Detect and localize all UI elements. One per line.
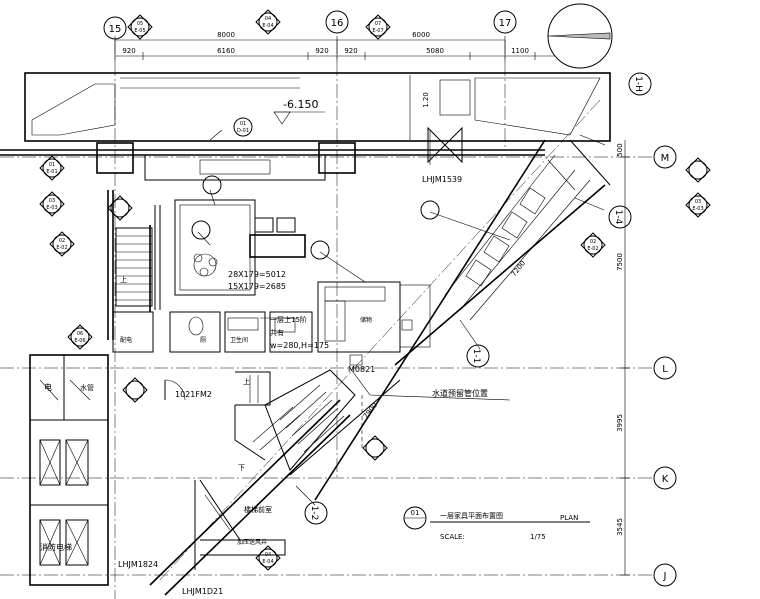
dim-500: 500 — [616, 143, 624, 156]
door-tag-lhjm1d21: LHJM1D21 — [182, 587, 223, 596]
marker-top-04b: 04 — [265, 552, 271, 558]
top-axis-bubbles — [103, 10, 517, 40]
room-label-stair-lobby: 楼梯前室 — [244, 505, 272, 514]
grid-lines — [0, 40, 655, 599]
tread-note-3: w=280,H=175 — [270, 341, 329, 350]
axis-label-k: K — [662, 474, 669, 485]
right-axis-bubbles — [653, 145, 677, 587]
dim-1100: 1100 — [511, 47, 529, 55]
title-block — [403, 506, 590, 530]
marker-bot-e04b: E-04 — [262, 559, 273, 565]
title-scale-value: 1/75 — [530, 533, 546, 541]
marker-bot-d01: D-01 — [237, 128, 249, 134]
service-rooms — [112, 281, 431, 353]
room-label-storage: 储物 — [360, 316, 372, 324]
north-arrow — [547, 3, 613, 69]
axis-label-1h: 1-H — [633, 76, 643, 92]
axis-label-j: J — [663, 571, 667, 582]
marker-bot-e02: E-02 — [56, 245, 67, 251]
marker-top-d01: 01 — [240, 121, 246, 127]
marker-top-05: 05 — [137, 21, 143, 27]
room-label-down: 下 — [238, 464, 245, 472]
marker-top-03: 03 — [49, 198, 55, 204]
leader-lines — [197, 129, 606, 506]
dim-920-a: 920 — [122, 47, 135, 55]
dim-8000: 8000 — [217, 31, 235, 39]
room-label-up-2: 上 — [120, 275, 127, 284]
doors — [349, 79, 471, 366]
axis-label-16: 16 — [331, 18, 344, 29]
title-number: 01 — [411, 509, 420, 517]
room-label-fire-elevator: 消防电梯 — [40, 542, 72, 552]
central-stair — [164, 369, 356, 570]
dimension-lines — [114, 36, 630, 576]
room-label-water: 水管 — [80, 383, 94, 392]
elevation-marker — [273, 111, 291, 125]
axis-label-12: 1-2 — [309, 506, 319, 521]
tread-note-2: 共有 — [270, 328, 284, 337]
marker-bot-e03r: E-03 — [692, 206, 703, 212]
building-walls — [0, 72, 611, 596]
room-label-toilet: 厕 — [200, 337, 206, 344]
section-marker-labels: 05 E-05 04 E-04 07 E-07 01 E-01 02 E-02 … — [46, 16, 703, 565]
left-stair — [115, 225, 153, 312]
door-tag-lhjm1824: LHJM1824 — [118, 560, 158, 569]
section-marker-shapes — [39, 9, 711, 571]
marker-top-01: 01 — [49, 162, 55, 168]
title-text: 一层家具平面布置图 — [440, 511, 503, 520]
dim-6160: 6160 — [217, 47, 235, 55]
dim-920-c: 920 — [344, 47, 357, 55]
room-label-up-1: 上 — [243, 377, 250, 386]
callout-water-pipe: 水道预留管位置 — [432, 388, 488, 398]
marker-top-02r: 02 — [590, 239, 596, 245]
axis-label-11: 1-1 — [471, 349, 481, 364]
room-label-elec: 电 — [44, 382, 52, 392]
title-plan: PLAN — [560, 514, 578, 522]
marker-bot-e04: E-04 — [262, 23, 273, 29]
axis-label-14: 1-4 — [613, 210, 623, 225]
marker-top-04: 04 — [265, 16, 271, 22]
elevator-core — [29, 354, 109, 586]
dim-5080: 5080 — [426, 47, 444, 55]
marker-bot-e05: E-05 — [134, 28, 145, 34]
diagonal-axis-bubbles — [304, 72, 652, 525]
marker-top-06: 06 — [77, 331, 83, 337]
dim-120: 1.20 — [422, 92, 430, 108]
elevation-label: -6.150 — [283, 98, 318, 111]
room-label-power: 配电 — [120, 336, 132, 344]
marker-top-02: 02 — [59, 238, 65, 244]
room-label-pressurized-shaft: 加压送风井 — [237, 538, 267, 546]
dimension-text: 8000 6000 920 6160 920 920 5080 1100 500… — [122, 31, 624, 536]
stair-note-1: 28X179=5012 — [228, 270, 286, 279]
marker-bot-e06: E-06 — [74, 338, 85, 344]
tread-note-1: 一层上15阶 — [270, 315, 307, 324]
title-scale-label: SCALE: — [440, 533, 465, 541]
marker-bot-e03: E-03 — [46, 205, 57, 211]
axis-label-l: L — [662, 364, 668, 375]
room-label-wc: 卫生间 — [230, 336, 248, 344]
stair-note-2: 15X179=2685 — [228, 282, 286, 291]
marker-bot-e01: E-01 — [46, 169, 57, 175]
marker-bot-e07: E-07 — [372, 28, 383, 34]
marker-top-03r: 03 — [695, 199, 701, 205]
axis-label-15: 15 — [109, 24, 122, 35]
marker-top-07: 07 — [375, 21, 381, 27]
door-tag-1021fm2: 1021FM2 — [175, 390, 212, 399]
axis-label-17: 17 — [499, 18, 512, 29]
dim-7200: 7200 — [510, 259, 527, 278]
dim-6000: 6000 — [412, 31, 430, 39]
dim-3545: 3545 — [616, 518, 624, 536]
marker-bot-e02r: E-02 — [587, 246, 598, 252]
door-tag-m0821: M0821 — [348, 365, 375, 374]
axis-label-m: M — [661, 153, 670, 164]
door-tag-lhjm1539: LHJM1539 — [422, 175, 462, 184]
dim-3995: 3995 — [616, 414, 624, 432]
dim-7500: 7500 — [616, 253, 624, 271]
dim-920-b: 920 — [315, 47, 328, 55]
